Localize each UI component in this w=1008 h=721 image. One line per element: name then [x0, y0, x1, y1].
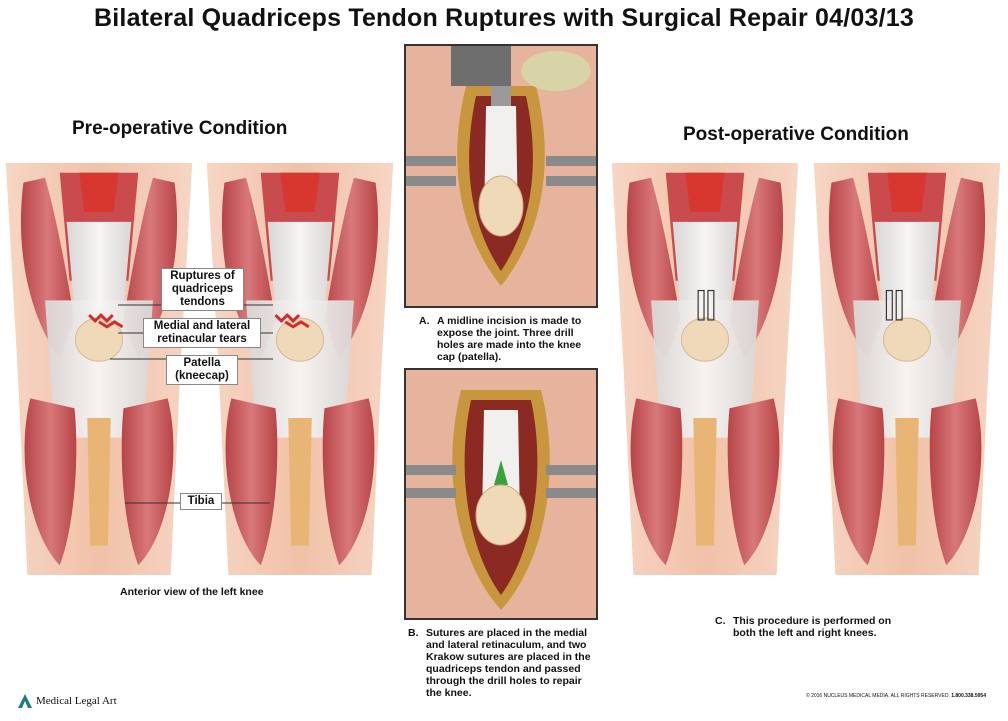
label-tibia: Tibia	[180, 493, 222, 510]
pre-op-heading: Pre-operative Condition	[72, 118, 288, 139]
label-ruptures: Ruptures of quadriceps tendons	[161, 268, 244, 311]
caption-a: A. A midline incision is made to expose …	[419, 315, 587, 363]
surgery-panel-b	[404, 368, 598, 620]
post-op-heading: Post-operative Condition	[683, 124, 909, 145]
label-patella: Patella (kneecap)	[166, 355, 238, 385]
pre-op-knee-right-illustration	[205, 163, 395, 575]
tendon-tear-marks	[88, 312, 124, 329]
pre-op-knee-left-illustration	[4, 163, 194, 575]
caption-c: C. This procedure is performed on both t…	[715, 615, 903, 639]
medical-legal-art-logo-icon	[18, 694, 32, 708]
footer-copyright: © 2016 NUCLEUS MEDICAL MEDIA. ALL RIGHTS…	[806, 693, 986, 699]
tendon-tear-marks-right	[274, 312, 310, 329]
label-retinacular-tears: Medial and lateral retinacular tears	[143, 318, 261, 348]
surgery-panel-a	[404, 44, 598, 308]
logo-text: Medical Legal Art	[36, 695, 117, 707]
caption-b-letter: B.	[408, 627, 419, 639]
caption-a-letter: A.	[419, 315, 430, 327]
caption-c-letter: C.	[715, 615, 726, 627]
phone-number: 1.800.338.5954	[951, 693, 986, 699]
caption-b-text: Sutures are placed in the medial and lat…	[426, 627, 591, 699]
post-op-knee-left-illustration	[610, 163, 800, 575]
pre-op-caption: Anterior view of the left knee	[120, 586, 264, 598]
post-op-knee-right-illustration	[812, 163, 1002, 575]
caption-c-text: This procedure is performed on both the …	[733, 615, 892, 639]
suture-marks	[697, 289, 715, 321]
suture-marks-right	[885, 289, 903, 321]
footer-logo: Medical Legal Art	[18, 694, 117, 708]
page-title: Bilateral Quadriceps Tendon Ruptures wit…	[94, 4, 914, 32]
copyright-text: © 2016 NUCLEUS MEDICAL MEDIA. ALL RIGHTS…	[806, 693, 950, 699]
caption-b: B. Sutures are placed in the medial and …	[408, 627, 598, 699]
caption-a-text: A midline incision is made to expose the…	[437, 315, 582, 363]
